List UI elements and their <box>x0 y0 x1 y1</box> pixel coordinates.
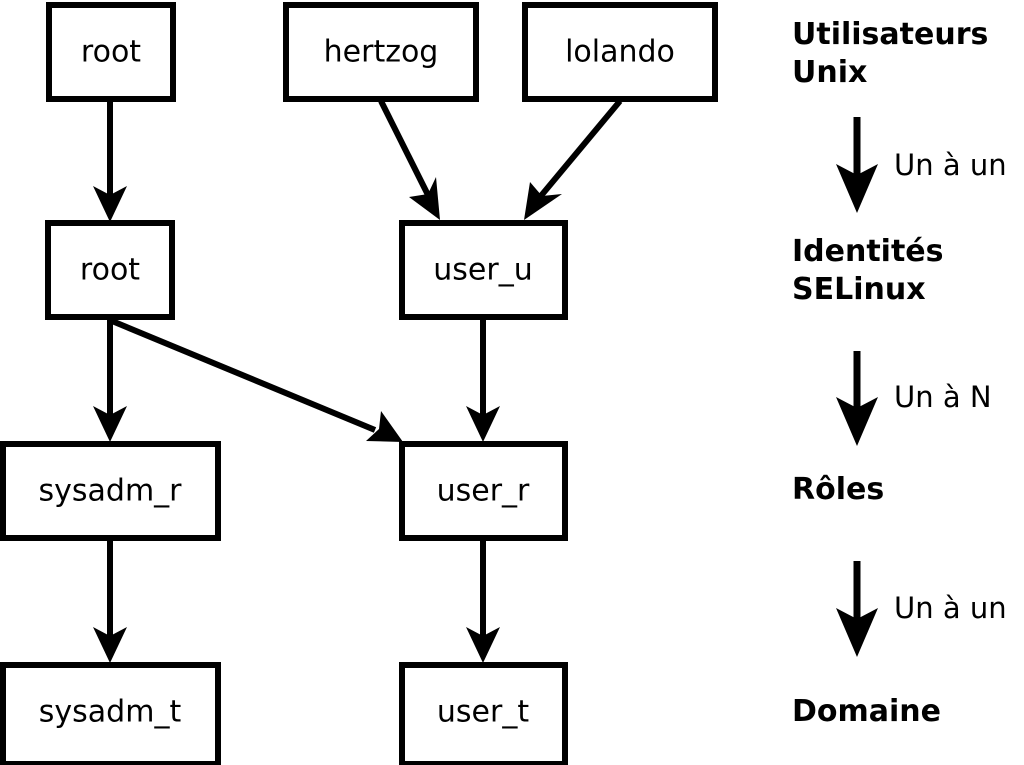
node-unix-lolando[interactable]: lolando <box>522 2 718 102</box>
node-box[interactable] <box>399 220 568 320</box>
arrowhead-icon <box>836 164 878 213</box>
layer-roles: Rôles <box>792 472 884 507</box>
layer-title-line2: SELinux <box>792 272 926 307</box>
edge-lolando-to-user_u <box>524 99 623 220</box>
arrowhead-icon <box>836 608 878 657</box>
relation-label: Un à un <box>894 591 1007 625</box>
edge-sysadm_r-to-sysadm_t <box>93 541 127 663</box>
relation-unix-to-identites: Un à un <box>836 117 1007 213</box>
relation-label: Un à N <box>894 380 992 414</box>
arrowhead-icon <box>466 627 500 663</box>
layer-title-line1: Rôles <box>792 472 884 507</box>
arrowhead-icon <box>466 406 500 442</box>
edge-root-to-sysadm_r <box>93 320 127 442</box>
node-label: root <box>81 35 141 70</box>
layer-utilisateurs-unix: Utilisateurs Unix <box>792 17 988 90</box>
arrowhead-icon <box>524 182 562 220</box>
arrowhead-icon <box>409 177 440 220</box>
node-role-user_r[interactable]: user_r <box>399 441 568 541</box>
edge-root-to-user_r <box>110 318 403 442</box>
node-label: user_t <box>437 695 529 730</box>
arrowhead-icon <box>366 411 403 442</box>
edge-line <box>378 99 432 199</box>
layer-title-line1: Utilisateurs <box>792 17 988 52</box>
node-label: root <box>80 253 140 288</box>
layer-title-line1: Identités <box>792 234 944 269</box>
node-label: user_r <box>437 474 530 509</box>
node-identity-root[interactable]: root <box>45 220 175 320</box>
node-box[interactable] <box>0 441 221 541</box>
relation-identites-to-roles: Un à N <box>836 351 992 446</box>
edge-user_r-to-user_t <box>466 541 500 663</box>
edge-line <box>110 318 377 433</box>
node-label: lolando <box>565 35 675 70</box>
layer-domaine: Domaine <box>792 694 941 729</box>
node-role-sysadm_r[interactable]: sysadm_r <box>0 441 221 541</box>
relation-roles-to-domaine: Un à un <box>836 561 1007 657</box>
node-domain-sysadm_t[interactable]: sysadm_t <box>0 662 221 765</box>
node-label: user_u <box>433 253 532 288</box>
nodes-layer: root hertzog lolando root user_u sysadm_ <box>0 2 718 765</box>
node-box[interactable] <box>399 441 568 541</box>
edge-hertzog-to-user_u <box>378 99 440 220</box>
node-unix-root[interactable]: root <box>46 2 176 102</box>
arrowhead-icon <box>93 186 127 222</box>
arrowhead-icon <box>93 406 127 442</box>
node-label: sysadm_t <box>39 695 182 730</box>
node-box[interactable] <box>46 2 176 102</box>
node-identity-user_u[interactable]: user_u <box>399 220 568 320</box>
node-box[interactable] <box>522 2 718 102</box>
layer-title-line2: Unix <box>792 55 867 90</box>
node-label: sysadm_r <box>39 474 183 509</box>
edge-user_u-to-user_r <box>466 320 500 442</box>
node-box[interactable] <box>283 2 479 102</box>
node-box[interactable] <box>0 662 221 765</box>
node-box[interactable] <box>399 662 568 765</box>
layer-identites-selinux: Identités SELinux <box>792 234 944 307</box>
node-domain-user_t[interactable]: user_t <box>399 662 568 765</box>
relation-label: Un à un <box>894 148 1007 182</box>
node-box[interactable] <box>45 220 175 320</box>
legend-column: Utilisateurs Unix Un à un Identités SELi… <box>792 17 1007 729</box>
edges-layer <box>93 99 623 663</box>
layer-title-line1: Domaine <box>792 694 941 729</box>
node-label: hertzog <box>324 35 439 70</box>
node-unix-hertzog[interactable]: hertzog <box>283 2 479 102</box>
edge-root-to-root <box>93 100 127 222</box>
arrowhead-icon <box>93 627 127 663</box>
arrowhead-icon <box>836 397 878 446</box>
edge-line <box>537 99 623 199</box>
